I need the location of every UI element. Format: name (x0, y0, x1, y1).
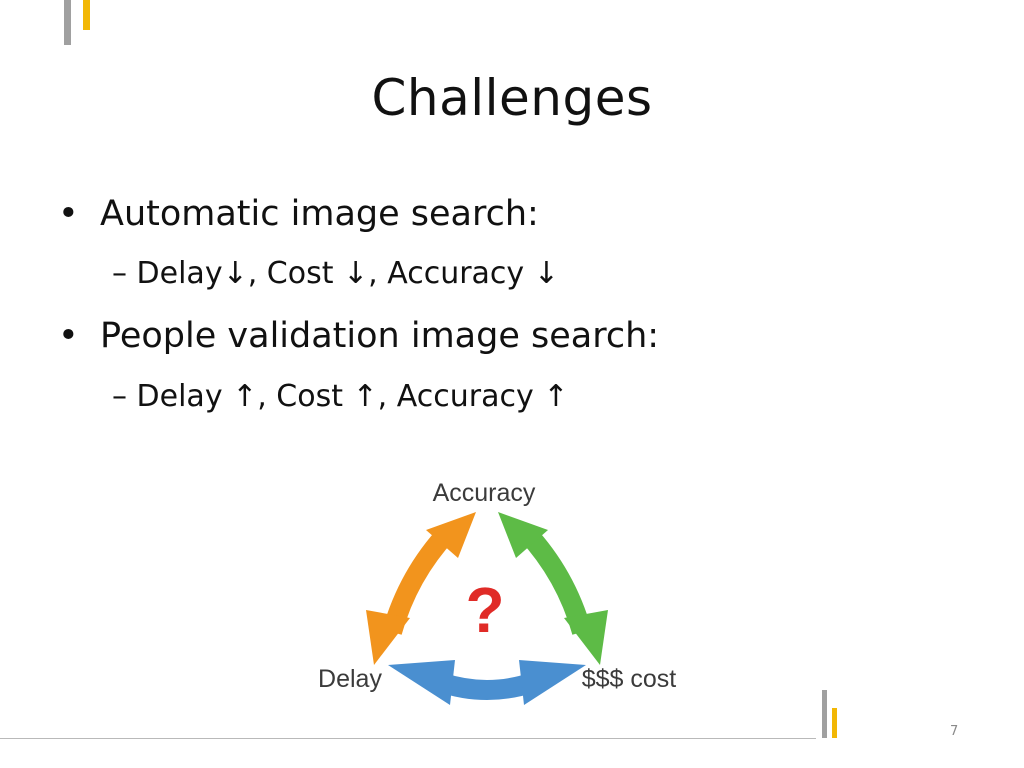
bullet-item-1: • Automatic image search: (58, 192, 539, 236)
bullet-text: People validation image search: (100, 316, 660, 356)
bullet-text: Automatic image search: (100, 194, 539, 234)
tradeoff-diagram: ? Accuracy Delay $$$ cost (318, 479, 677, 705)
bullet-symbol: • (58, 194, 79, 234)
diagram-label-accuracy: Accuracy (433, 479, 536, 507)
decor-gray-bar-footer (822, 690, 827, 738)
decor-yellow-bar-footer (832, 708, 837, 738)
sub-bullet-1: – Delay↓, Cost ↓, Accuracy ↓ (112, 256, 559, 291)
decor-gray-bar-top (64, 0, 71, 45)
decor-yellow-bar-top (83, 0, 90, 30)
orange-double-arrow (366, 512, 476, 665)
page-number: 7 (950, 724, 959, 739)
diagram-label-cost: $$$ cost (582, 665, 677, 693)
bullet-symbol: • (58, 316, 79, 356)
blue-double-arrow (388, 660, 586, 705)
slide-title: Challenges (371, 69, 653, 127)
sub-bullet-2: – Delay ↑, Cost ↑, Accuracy ↑ (112, 379, 569, 414)
diagram-label-delay: Delay (318, 665, 382, 693)
bullet-item-2: • People validation image search: (58, 314, 659, 358)
footer-divider (0, 738, 816, 739)
green-double-arrow (498, 512, 608, 665)
question-mark: ? (465, 574, 504, 646)
